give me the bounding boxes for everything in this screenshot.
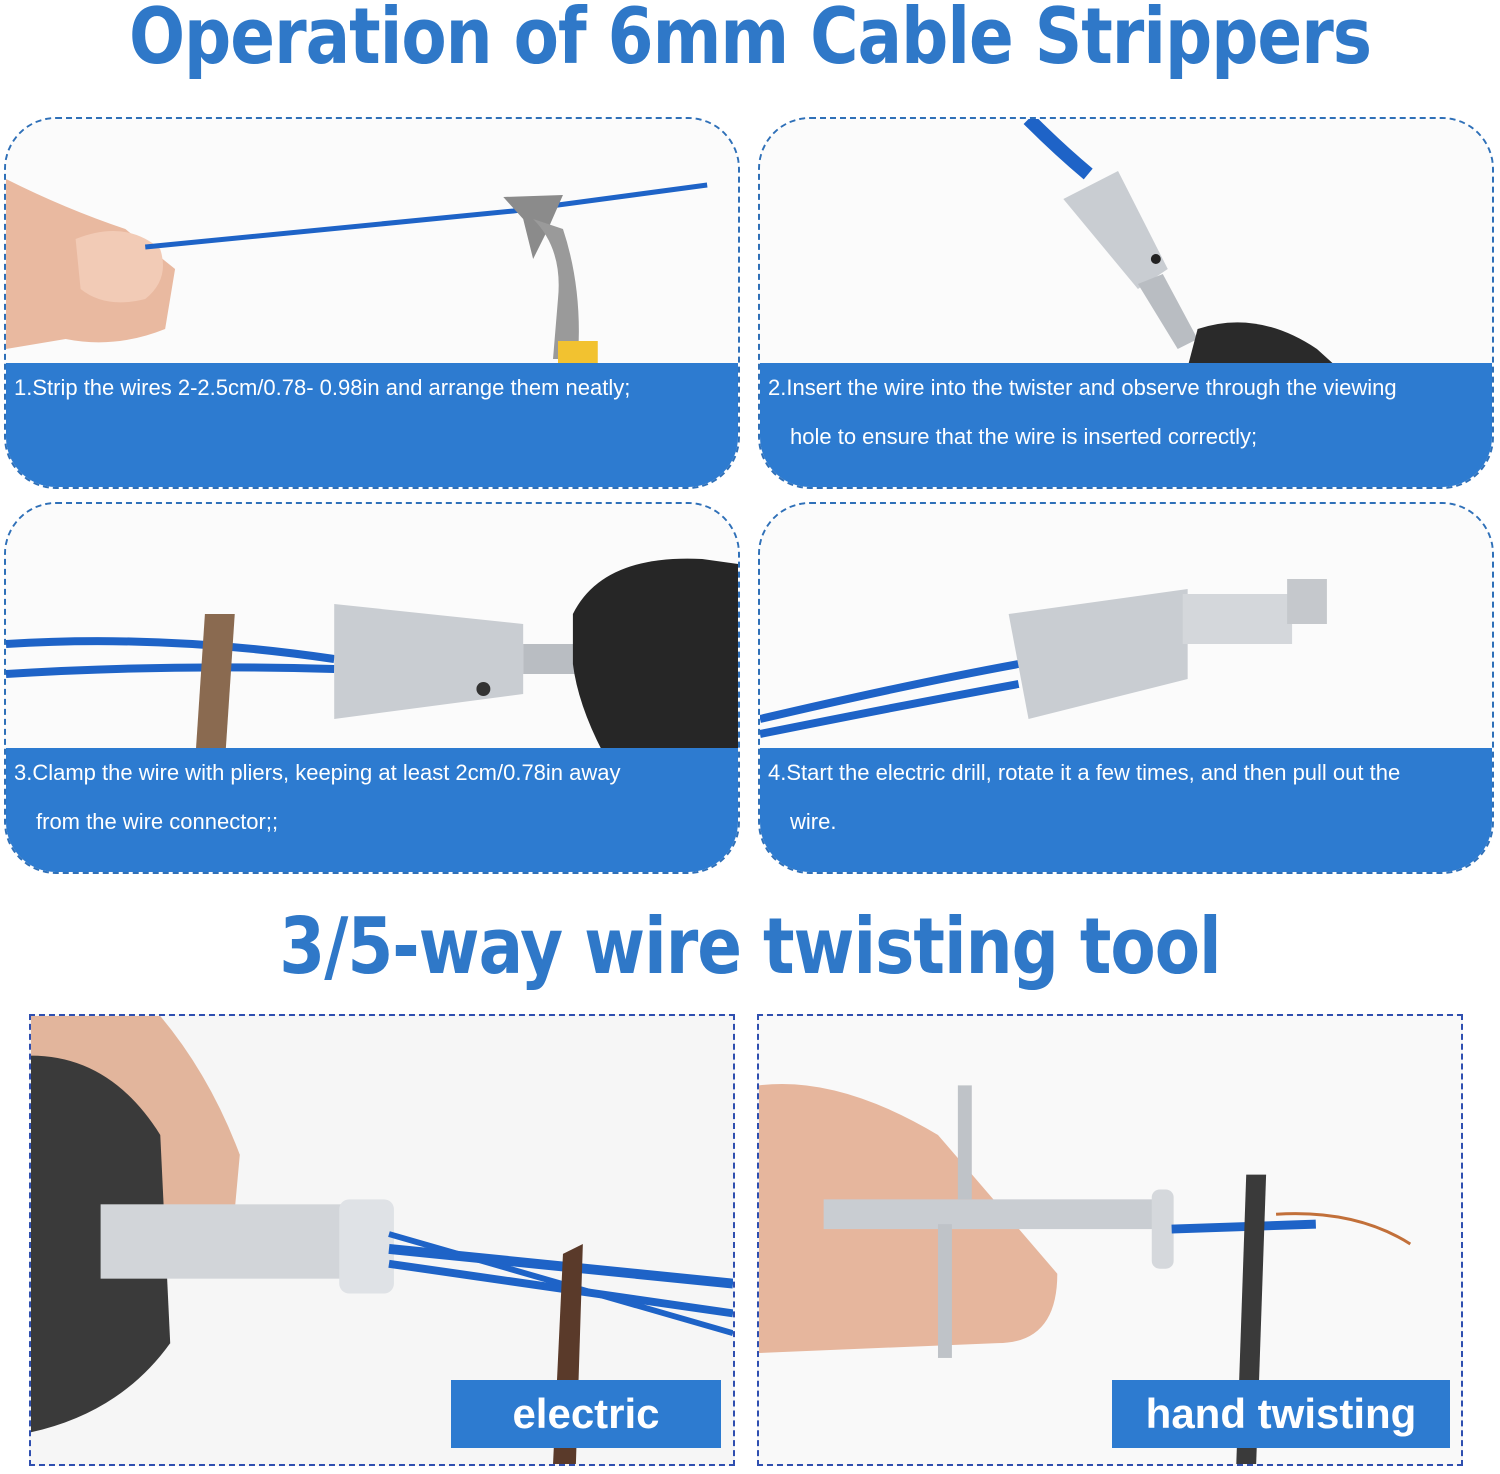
step-text-line1: 1.Strip the wires 2-2.5cm/0.78- 0.98in a… xyxy=(14,375,631,400)
section-title: 3/5-way wire twisting tool xyxy=(279,900,1221,992)
step-text-line1: 2.Insert the wire into the twister and o… xyxy=(768,375,1397,400)
insert-wire-photo xyxy=(760,119,1492,367)
step-caption: 4.Start the electric drill, rotate it a … xyxy=(760,748,1492,872)
clamp-wire-photo xyxy=(6,504,738,752)
step-text-line2: wire. xyxy=(790,809,837,834)
step-card-4: 4.Start the electric drill, rotate it a … xyxy=(758,502,1494,874)
page-title: Operation of 6mm Cable Strippers xyxy=(128,0,1372,82)
step-card-1: 1.Strip the wires 2-2.5cm/0.78- 0.98in a… xyxy=(4,117,740,489)
electric-label: electric xyxy=(451,1380,721,1448)
step-text-line1: 3.Clamp the wire with pliers, keeping at… xyxy=(14,760,621,785)
step-text-line2: hole to ensure that the wire is inserted… xyxy=(790,424,1258,449)
electric-twist-photo xyxy=(31,1016,733,1464)
step-text-line1: 4.Start the electric drill, rotate it a … xyxy=(768,760,1401,785)
hand-twist-photo xyxy=(759,1016,1461,1464)
pull-wire-photo xyxy=(760,504,1492,752)
step-caption: 2.Insert the wire into the twister and o… xyxy=(760,363,1492,487)
hand-twisting-panel: hand twisting xyxy=(757,1014,1463,1466)
step-caption: 3.Clamp the wire with pliers, keeping at… xyxy=(6,748,738,872)
strip-wire-photo xyxy=(6,119,738,367)
step-card-2: 2.Insert the wire into the twister and o… xyxy=(758,117,1494,489)
hand-twisting-label: hand twisting xyxy=(1112,1380,1450,1448)
electric-panel: electric xyxy=(29,1014,735,1466)
step-caption: 1.Strip the wires 2-2.5cm/0.78- 0.98in a… xyxy=(6,363,738,487)
step-card-3: 3.Clamp the wire with pliers, keeping at… xyxy=(4,502,740,874)
step-text-line2: from the wire connector;; xyxy=(36,809,279,834)
